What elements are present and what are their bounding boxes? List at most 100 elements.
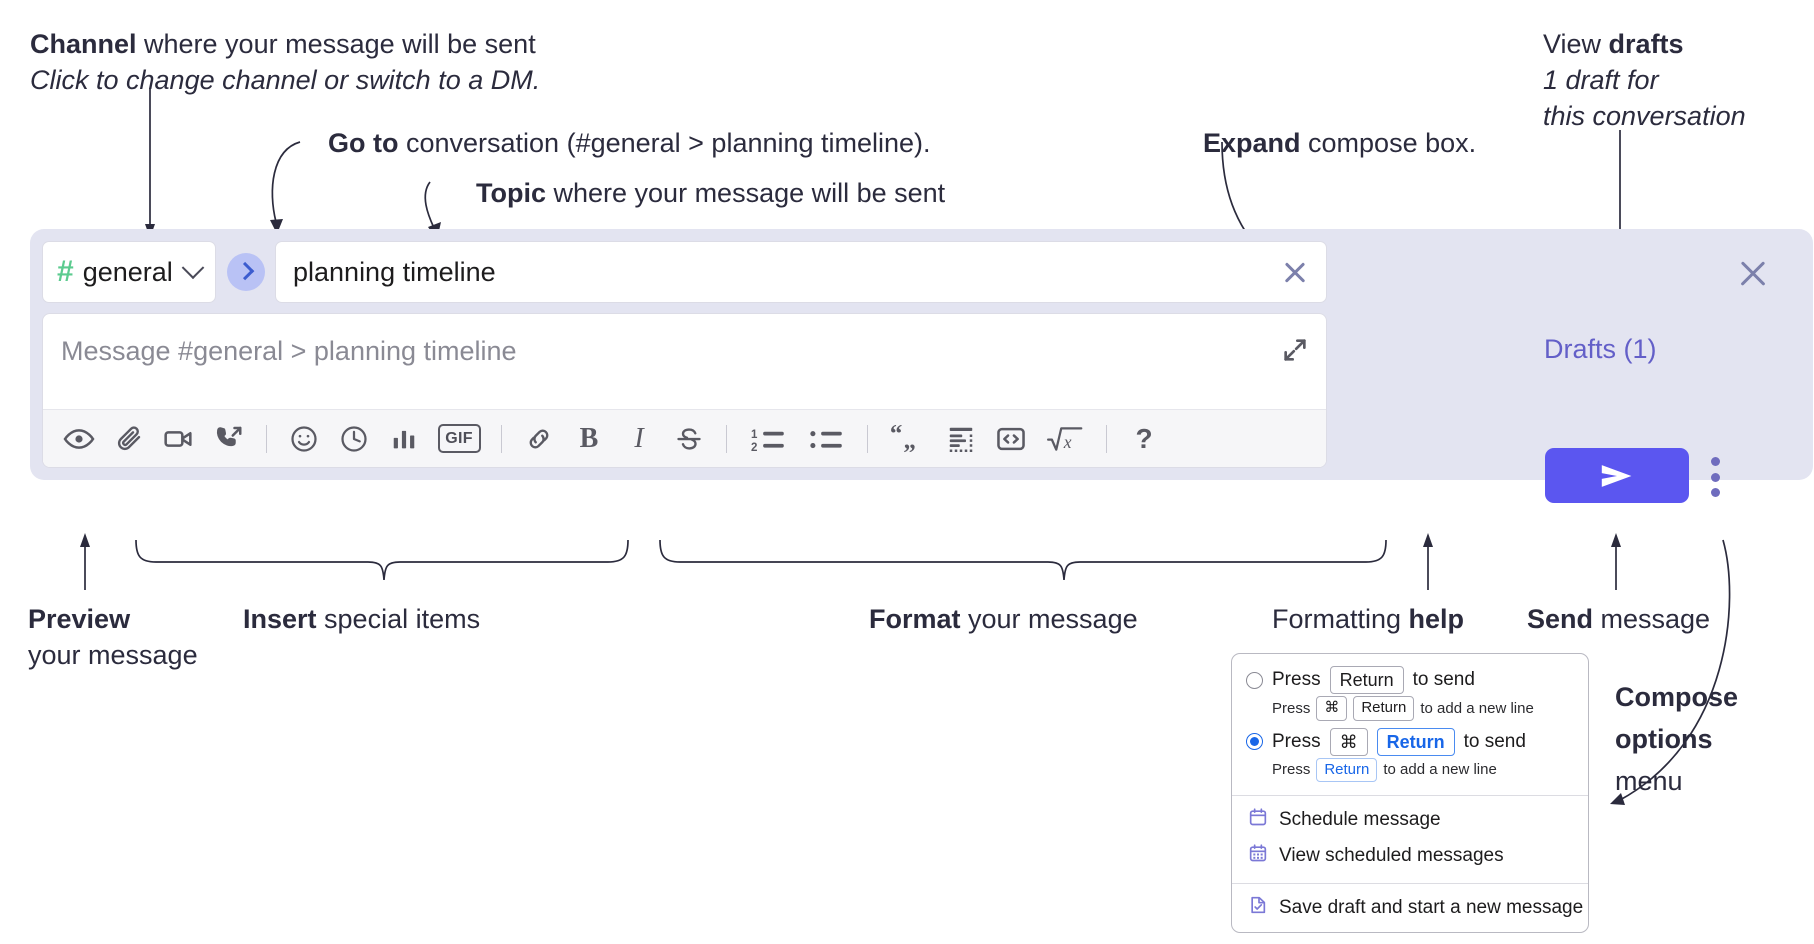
menu-item-schedule-message[interactable]: Schedule message bbox=[1232, 802, 1588, 838]
strikethrough-icon[interactable] bbox=[665, 417, 713, 461]
kebab-dot bbox=[1710, 472, 1720, 482]
menu-divider bbox=[1232, 883, 1588, 885]
chevron-down-icon bbox=[181, 256, 205, 280]
annotation-drafts-lead: View bbox=[1543, 29, 1609, 59]
quote-icon[interactable]: “ „ bbox=[881, 417, 935, 461]
annotation-insert-bold: Insert bbox=[243, 604, 317, 634]
menu-subtext-2: Press Return to add a new line bbox=[1232, 757, 1588, 786]
annotation-channel-rest: where your message will be sent bbox=[136, 29, 536, 59]
formatting-toolbar: GIF B I bbox=[43, 409, 1326, 467]
drafts-link[interactable]: Drafts (1) bbox=[1544, 334, 1657, 364]
key-return: Return bbox=[1376, 727, 1455, 756]
radio-button-selected[interactable] bbox=[1246, 733, 1263, 751]
topic-input[interactable]: planning timeline bbox=[293, 256, 496, 287]
annotation-channel: Channel where your message will be sent … bbox=[30, 26, 540, 98]
bold-icon[interactable]: B bbox=[579, 422, 599, 454]
annotation-format: Format your message bbox=[869, 601, 1138, 637]
menu-radio-return-to-send[interactable]: Press Return to send bbox=[1232, 663, 1588, 695]
annotation-send: Send message bbox=[1527, 601, 1710, 637]
annotation-goto: Go to conversation (#general > planning … bbox=[328, 125, 931, 161]
menu-radio-cmd-return-to-send[interactable]: Press ⌘ Return to send bbox=[1232, 725, 1588, 757]
chevron-right-icon bbox=[235, 261, 254, 280]
angle-brackets-icon[interactable] bbox=[987, 417, 1035, 461]
annotation-preview: Preview your message bbox=[28, 601, 198, 673]
bar-chart-icon[interactable] bbox=[380, 417, 428, 461]
menu-item-save-draft[interactable]: Save draft and start a new message bbox=[1232, 890, 1588, 926]
subtext-pre: Press bbox=[1272, 699, 1311, 717]
radio-button[interactable] bbox=[1246, 671, 1263, 689]
italic-icon[interactable]: I bbox=[634, 422, 644, 454]
svg-text:“: “ bbox=[891, 425, 902, 447]
menu-divider bbox=[1232, 795, 1588, 797]
annotation-compose-options-bold1: Compose bbox=[1615, 682, 1739, 712]
menu-item-label: Save draft and start a new message bbox=[1279, 897, 1584, 919]
radio-label-pre: Press bbox=[1272, 669, 1321, 691]
close-icon[interactable] bbox=[1735, 256, 1771, 292]
annotation-formatting-help-bold: help bbox=[1408, 604, 1465, 634]
message-input-placeholder: Message #general > planning timeline bbox=[61, 336, 517, 366]
hash-icon: # bbox=[57, 255, 74, 288]
link-icon[interactable] bbox=[515, 417, 563, 461]
expand-diagonal-icon[interactable] bbox=[1281, 336, 1309, 364]
kebab-menu-icon[interactable] bbox=[1709, 457, 1721, 497]
message-input-area[interactable]: Message #general > planning timeline bbox=[42, 313, 1327, 468]
toolbar-divider bbox=[726, 424, 727, 453]
annotation-send-rest: message bbox=[1593, 604, 1711, 634]
kebab-dot bbox=[1710, 457, 1720, 466]
annotation-insert-rest: special items bbox=[316, 604, 481, 634]
subtext-pre: Press bbox=[1272, 761, 1311, 779]
compose-inner: # general planning timeline Message #gen… bbox=[42, 241, 1327, 468]
annotation-expand: Expand compose box. bbox=[1203, 125, 1476, 161]
key-return: Return bbox=[1353, 696, 1415, 721]
ordered-list-icon[interactable]: 1 2 bbox=[740, 417, 796, 461]
svg-text:1: 1 bbox=[751, 428, 758, 440]
menu-item-view-scheduled-messages[interactable]: View scheduled messages bbox=[1232, 838, 1588, 874]
paperclip-icon[interactable] bbox=[105, 417, 153, 461]
gif-icon[interactable]: GIF bbox=[430, 417, 488, 461]
menu-item-label: Schedule message bbox=[1279, 809, 1441, 831]
radio-label-post: to send bbox=[1412, 669, 1475, 691]
channel-selector[interactable]: # general bbox=[42, 241, 216, 303]
smiley-icon[interactable] bbox=[280, 417, 328, 461]
video-camera-icon[interactable] bbox=[155, 417, 203, 461]
annotation-formatting-help-lead: Formatting bbox=[1272, 604, 1409, 634]
svg-text:x: x bbox=[1063, 431, 1072, 451]
svg-text:„: „ bbox=[903, 427, 915, 453]
phone-arrow-icon[interactable] bbox=[205, 417, 253, 461]
code-block-icon[interactable] bbox=[937, 417, 985, 461]
annotation-expand-bold: Expand bbox=[1203, 128, 1301, 158]
annotation-channel-bold: Channel bbox=[30, 29, 137, 59]
annotation-compose-options-rest: menu bbox=[1615, 766, 1683, 796]
radio-label-pre: Press bbox=[1272, 730, 1321, 752]
toolbar-divider bbox=[867, 424, 868, 453]
go-to-conversation-button[interactable] bbox=[227, 253, 265, 291]
key-command: ⌘ bbox=[1316, 696, 1348, 721]
calendar-icon bbox=[1248, 807, 1268, 833]
channel-name-label: general bbox=[82, 256, 173, 287]
annotation-expand-rest: compose box. bbox=[1300, 128, 1477, 158]
key-command: ⌘ bbox=[1329, 727, 1368, 756]
key-return: Return bbox=[1329, 666, 1404, 695]
annotation-topic-rest: where your message will be sent bbox=[546, 178, 946, 208]
clock-icon[interactable] bbox=[330, 417, 378, 461]
annotation-format-bold: Format bbox=[869, 604, 961, 634]
annotation-goto-bold: Go to bbox=[328, 128, 399, 158]
send-button[interactable] bbox=[1545, 448, 1689, 503]
annotation-drafts-italic1: 1 draft for bbox=[1543, 65, 1659, 95]
bulleted-list-icon[interactable] bbox=[798, 417, 854, 461]
compose-header-row: # general planning timeline bbox=[42, 241, 1327, 303]
toolbar-divider bbox=[266, 424, 267, 453]
annotation-topic-bold: Topic bbox=[476, 178, 546, 208]
calendar-grid-icon bbox=[1248, 843, 1268, 869]
eye-icon[interactable] bbox=[55, 417, 103, 461]
annotation-compose-options: Compose options menu bbox=[1615, 676, 1738, 802]
annotation-channel-italic: Click to change channel or switch to a D… bbox=[30, 65, 541, 95]
file-check-icon bbox=[1248, 895, 1268, 921]
key-return: Return bbox=[1316, 757, 1378, 783]
annotation-preview-rest: your message bbox=[28, 640, 198, 670]
close-icon[interactable] bbox=[1280, 257, 1310, 287]
square-root-x-icon[interactable]: x bbox=[1037, 417, 1093, 461]
subtext-post: to add a new line bbox=[1420, 699, 1534, 717]
question-mark-icon[interactable]: ? bbox=[1135, 422, 1153, 454]
topic-field[interactable]: planning timeline bbox=[275, 241, 1327, 303]
